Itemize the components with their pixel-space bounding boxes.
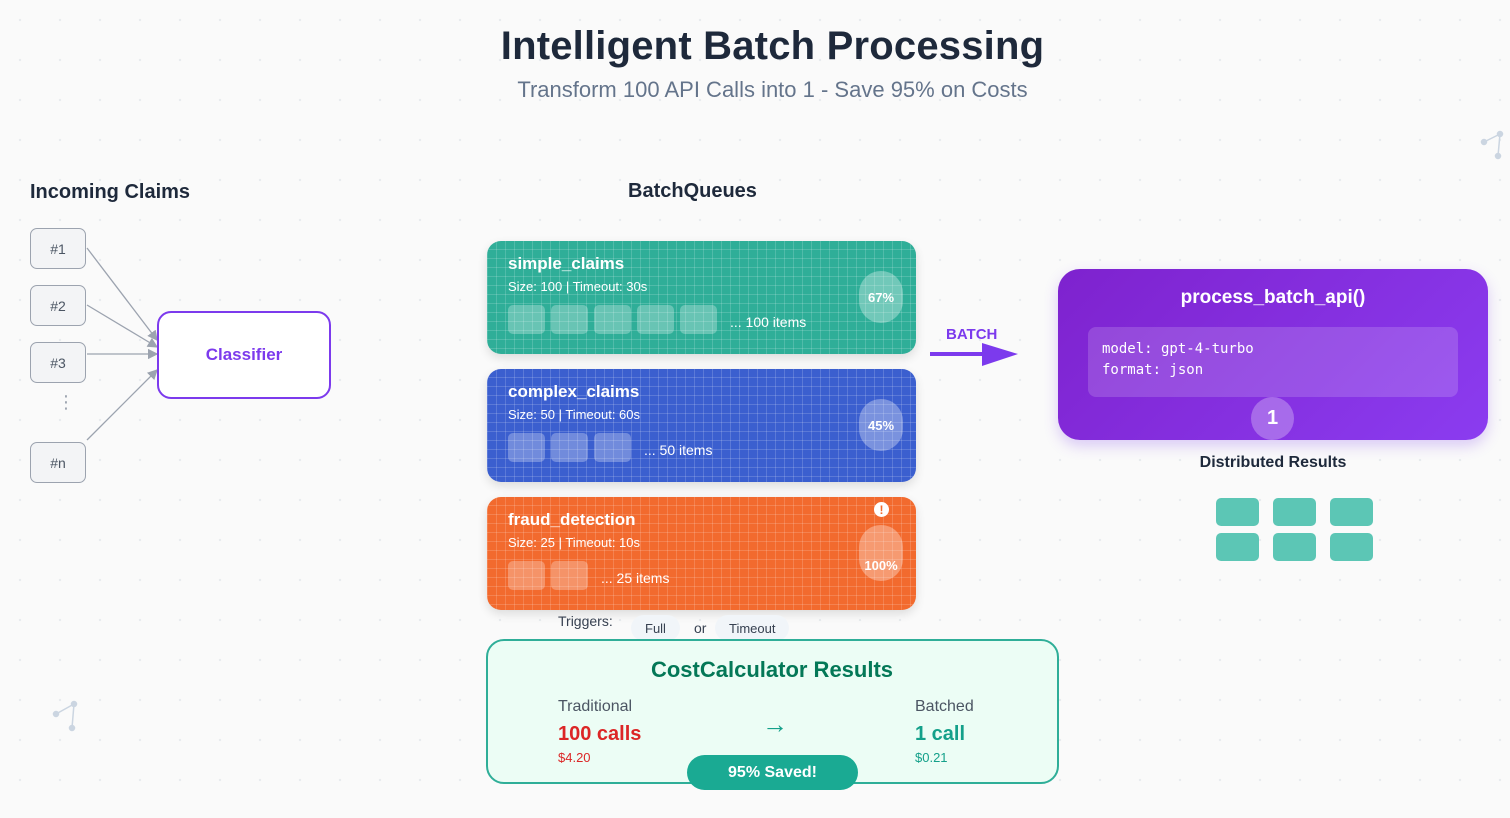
claim-item[interactable]: #2	[30, 285, 86, 326]
api-call-count-badge: 1	[1251, 397, 1294, 440]
queue-meta: Size: 100 | Timeout: 30s	[508, 279, 648, 294]
batch-arrow-label: BATCH	[946, 326, 998, 343]
queue-slot	[551, 305, 588, 334]
trigger-full-pill[interactable]: Full	[631, 615, 680, 641]
network-node-icon	[1480, 130, 1504, 160]
queue-name: complex_claims	[508, 382, 640, 401]
queue-slot	[551, 433, 588, 462]
traditional-label: Traditional	[558, 698, 633, 715]
claim-item[interactable]: #3	[30, 342, 86, 383]
queue-meta: Size: 25 | Timeout: 10s	[508, 535, 640, 550]
distributed-results-heading: Distributed Results	[1199, 454, 1347, 471]
queue-slot	[508, 433, 545, 462]
incoming-claims-heading: Incoming Claims	[30, 181, 191, 203]
queue-fraud-detection[interactable]: ! fraud_detection Size: 25 | Timeout: 10…	[487, 497, 916, 610]
alert-icon: !	[874, 502, 889, 517]
api-code-line: model: gpt-4-turbo	[1102, 341, 1254, 357]
queue-fill-indicator: 45%	[859, 399, 903, 451]
page-title: Intelligent Batch Processing	[500, 24, 1045, 68]
traditional-calls: 100 calls	[558, 723, 642, 745]
batched-label: Batched	[915, 698, 974, 715]
api-code-line: format: json	[1102, 362, 1204, 378]
queue-slot	[508, 561, 545, 590]
queue-slots	[508, 305, 717, 334]
triggers-label: Triggers:	[558, 613, 613, 629]
queue-slot	[594, 305, 631, 334]
result-tile	[1216, 533, 1259, 561]
result-tile	[1216, 498, 1259, 526]
queue-more-items: ... 25 items	[601, 570, 670, 586]
trigger-timeout-pill[interactable]: Timeout	[715, 615, 790, 641]
claim-item[interactable]: #1	[30, 228, 86, 269]
queue-meta: Size: 50 | Timeout: 60s	[508, 407, 640, 422]
result-tile	[1273, 498, 1316, 526]
queue-slot	[508, 305, 545, 334]
queue-complex-claims[interactable]: complex_claims Size: 50 | Timeout: 60s .…	[487, 369, 916, 482]
page-subtitle: Transform 100 API Calls into 1 - Save 95…	[517, 77, 1028, 102]
trigger-or-text: or	[694, 620, 707, 636]
result-tile	[1330, 533, 1373, 561]
queue-simple-claims[interactable]: simple_claims Size: 100 | Timeout: 30s .…	[487, 241, 916, 354]
queue-slot	[551, 561, 588, 590]
queue-name: simple_claims	[508, 254, 625, 273]
network-node-icon	[52, 700, 78, 732]
queue-more-items: ... 100 items	[730, 314, 807, 330]
classifier-node[interactable]: Classifier	[157, 311, 331, 399]
queue-slots	[508, 561, 588, 590]
savings-badge: 95% Saved!	[687, 755, 858, 790]
queue-name: fraud_detection	[508, 510, 636, 529]
claim-item[interactable]: #n	[30, 442, 86, 483]
cost-calculator-title: CostCalculator Results	[650, 657, 894, 682]
queue-fill-indicator: 67%	[859, 271, 903, 323]
queue-fill-indicator: 100%	[859, 525, 903, 581]
claims-ellipsis: ⋮	[57, 392, 75, 412]
api-title: process_batch_api()	[1180, 287, 1366, 308]
result-tile	[1330, 498, 1373, 526]
arrow-right-icon: →	[762, 709, 788, 739]
classifier-label: Classifier	[205, 345, 283, 364]
api-config-code: model: gpt-4-turbo format: json	[1088, 327, 1458, 397]
result-tile	[1273, 533, 1316, 561]
queue-more-items: ... 50 items	[644, 442, 713, 458]
queue-slot	[680, 305, 717, 334]
batched-calls: 1 call	[915, 723, 966, 745]
queue-slot	[594, 433, 631, 462]
batched-cost: $0.21	[915, 750, 948, 765]
traditional-cost: $4.20	[558, 750, 591, 765]
queue-slots	[508, 433, 631, 462]
queue-slot	[637, 305, 674, 334]
batch-queues-heading: BatchQueues	[628, 180, 757, 202]
batch-arrow-icon	[982, 343, 1018, 366]
process-batch-api-node[interactable]: process_batch_api() model: gpt-4-turbo f…	[1058, 269, 1488, 440]
